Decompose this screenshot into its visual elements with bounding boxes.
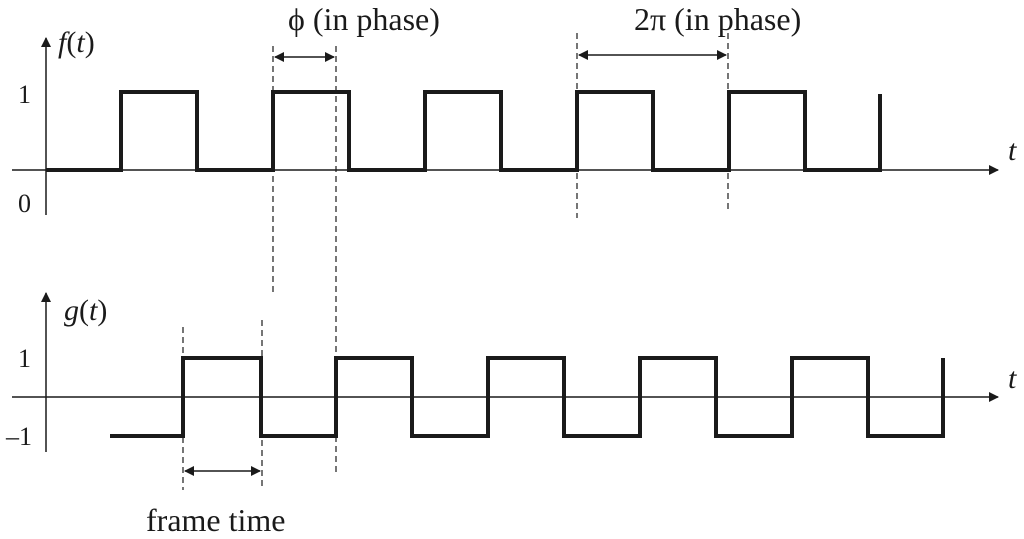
bottom-func-label: g(t) xyxy=(64,294,107,327)
f-square-wave xyxy=(46,90,882,172)
annotations: ϕ (in phase) 2π (in phase) frame time xyxy=(146,1,801,538)
g-square-wave xyxy=(110,356,945,438)
frame-time-label: frame time xyxy=(146,502,285,538)
top-func-label: f(t) xyxy=(58,26,95,59)
bottom-tick-high: 1 xyxy=(18,344,31,373)
reference-lines xyxy=(182,33,729,490)
two-pi-label: 2π (in phase) xyxy=(634,1,801,37)
top-plot: f(t) 1 0 t xyxy=(12,26,1017,218)
bottom-axis-label: t xyxy=(1008,362,1017,395)
bottom-tick-low: –1 xyxy=(5,422,32,451)
top-axis-label: t xyxy=(1008,134,1017,167)
phi-label: ϕ (in phase) xyxy=(288,1,440,37)
bottom-plot: g(t) 1 –1 t xyxy=(5,292,1017,452)
top-tick-high: 1 xyxy=(18,80,31,109)
top-tick-low: 0 xyxy=(18,189,31,218)
